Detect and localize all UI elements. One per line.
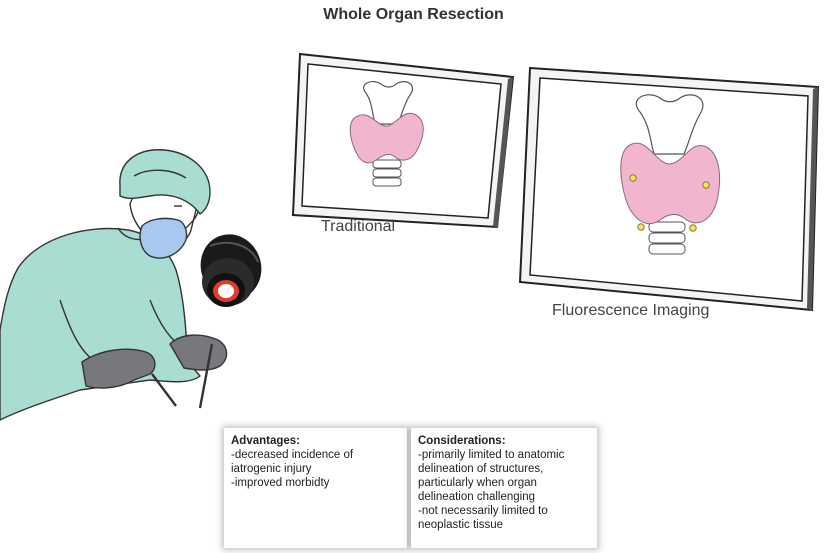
considerations-box: Considerations: -primarily limited to an…	[411, 428, 597, 548]
advantages-line: iatrogenic injury	[231, 462, 400, 476]
fluorescence-camera	[192, 226, 271, 309]
considerations-heading: Considerations:	[418, 434, 590, 448]
considerations-line: delineation challenging	[418, 490, 590, 504]
fluorescence-label: Fluorescence Imaging	[552, 302, 709, 320]
considerations-line: neoplastic tissue	[418, 518, 590, 532]
advantages-line: -decreased incidence of	[231, 448, 400, 462]
traditional-label: Traditional	[321, 218, 395, 236]
considerations-line: -primarily limited to anatomic	[418, 448, 590, 462]
considerations-line: delineation of structures,	[418, 462, 590, 476]
advantages-box: Advantages: -decreased incidence of iatr…	[224, 428, 407, 548]
considerations-line: particularly when organ	[418, 476, 590, 490]
advantages-heading: Advantages:	[231, 434, 400, 448]
advantages-line: -improved morbidty	[231, 476, 400, 490]
considerations-line: -not necessarily limited to	[418, 504, 590, 518]
surgeon-illustration	[0, 150, 227, 420]
